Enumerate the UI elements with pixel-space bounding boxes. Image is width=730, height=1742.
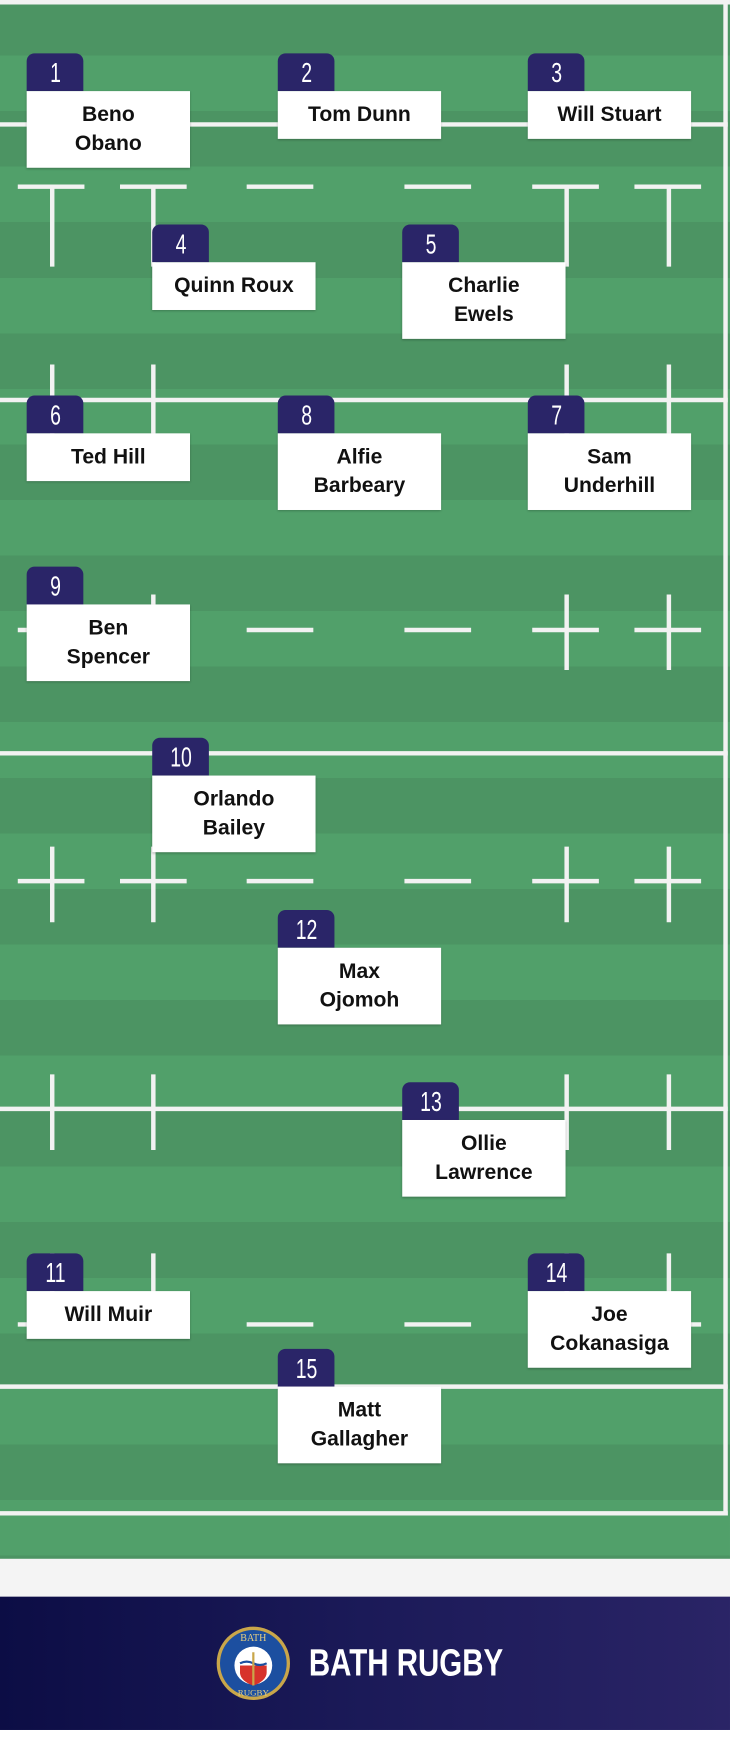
player-name-card: Tom Dunn (277, 91, 442, 139)
player-name: Beno (81, 103, 135, 127)
player-name: Tom Dunn (308, 103, 411, 127)
shirt-number-badge: 14 (527, 1253, 585, 1292)
shirt-number-badge: 2 (277, 53, 335, 92)
shirt-number-badge: 9 (26, 566, 84, 605)
shirt-number: 5 (425, 228, 436, 260)
shirt-number: 9 (49, 571, 61, 603)
svg-text:RUGBY: RUGBY (238, 1688, 270, 1698)
player-name: Ollie (461, 1132, 507, 1156)
player-name: Joe (591, 1303, 628, 1327)
player-name-card: Ted Hill (26, 433, 190, 482)
player-name: Lawrence (435, 1161, 533, 1185)
shirt-number: 8 (300, 399, 312, 432)
shirt-number: 6 (49, 399, 61, 432)
shirt-number-badge: 10 (152, 737, 209, 776)
shirt-number-badge: 11 (26, 1253, 84, 1292)
player-name: Gallagher (310, 1427, 409, 1452)
footer-banner: BATH RUGBY BATH RUGBY (0, 1596, 730, 1730)
player-name: Ojomoh (319, 988, 400, 1013)
shirt-number: 3 (550, 57, 562, 89)
shirt-number: 1 (49, 57, 61, 89)
shirt-number-badge: 15 (277, 1348, 335, 1387)
player-name: Will Muir (64, 1303, 153, 1327)
player-name: Spencer (66, 645, 150, 669)
shirt-number: 15 (295, 1353, 317, 1385)
brand-name: BATH RUGBY (309, 1641, 504, 1684)
shirt-number-badge: 4 (152, 224, 209, 263)
shirt-number-badge: 8 (277, 395, 335, 434)
shirt-number-badge: 3 (527, 53, 585, 92)
player-name: Ben (88, 616, 129, 640)
player-name-card: Will Muir (26, 1291, 190, 1339)
player-name: Will Stuart (557, 103, 662, 127)
shirt-number-badge: 1 (26, 53, 84, 92)
player-name: Max (338, 959, 380, 984)
player-name: Orlando (193, 787, 275, 812)
svg-text:BATH: BATH (241, 1633, 267, 1644)
shirt-number: 7 (550, 399, 562, 432)
shirt-number: 4 (175, 228, 186, 260)
shirt-number: 2 (300, 57, 312, 89)
shirt-number-badge: 6 (26, 395, 84, 434)
player-name: Ewels (453, 303, 514, 327)
player-name: Ted Hill (70, 445, 146, 469)
shirt-number-badge: 12 (277, 909, 335, 948)
bath-rugby-crest-icon: BATH RUGBY (217, 1626, 291, 1700)
player-name: Underhill (563, 474, 656, 498)
shirt-number-badge: 7 (527, 395, 585, 434)
shirt-number: 10 (169, 742, 192, 774)
player-name: Matt (337, 1398, 382, 1423)
shirt-number-badge: 5 (402, 224, 459, 263)
shirt-number-badge: 13 (402, 1082, 459, 1120)
player-name: Obano (74, 132, 142, 156)
player-name-card: Will Stuart (527, 91, 692, 139)
player-name: Bailey (202, 816, 265, 840)
player-name: Quinn Roux (174, 274, 294, 298)
shirt-number: 13 (419, 1086, 442, 1118)
shirt-number: 12 (295, 914, 317, 946)
player-name: Barbeary (313, 474, 406, 498)
spacer (0, 1558, 730, 1597)
player-name: Alfie (336, 445, 383, 469)
player-name: Charlie (448, 274, 520, 298)
player-name-card: Quinn Roux (152, 262, 316, 310)
shirt-number: 14 (545, 1257, 567, 1289)
shirt-number: 11 (44, 1257, 66, 1289)
player-name: Sam (587, 445, 632, 469)
player-name: Cokanasiga (550, 1332, 669, 1356)
